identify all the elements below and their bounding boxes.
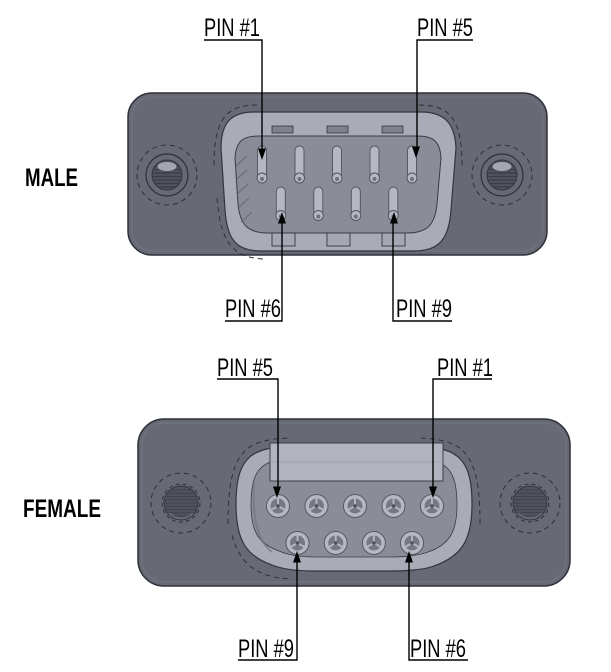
- slot: [326, 125, 349, 134]
- slot: [271, 125, 294, 134]
- arrowhead: [412, 146, 420, 158]
- callout-male-pin9: PIN #9: [390, 212, 452, 323]
- male-shroud-contour-left: [213, 104, 258, 166]
- callout-label: PIN #1: [437, 354, 493, 382]
- callout-male-pin5: PIN #5: [412, 14, 473, 158]
- callout-female-pin6: PIN #6: [405, 551, 468, 663]
- female-face-shading: [252, 481, 273, 553]
- male-pin-4: [369, 145, 380, 184]
- female-socket-4: [304, 493, 329, 519]
- leader-line: [408, 562, 468, 661]
- leader-line: [432, 378, 492, 488]
- female-boss-contour-left: [227, 437, 292, 525]
- male-pin-8: [350, 186, 362, 221]
- female-boss-contour-bottomleft: [231, 534, 293, 580]
- callout-label: PIN #9: [238, 635, 294, 663]
- callout-male-pin1: PIN #1: [204, 14, 266, 160]
- callout-female-pin5: PIN #5: [217, 354, 281, 498]
- female-socket-1: [419, 493, 445, 519]
- female-socket-3: [342, 493, 368, 519]
- female-callouts: PIN #5 PIN #1 PIN #9 PIN #6 FEMALE: [23, 354, 493, 663]
- male-connector: [127, 92, 548, 260]
- male-shroud-contour-bottomleft: [216, 197, 264, 260]
- tab: [271, 232, 296, 247]
- female-side-label: FEMALE: [23, 495, 101, 523]
- leader-line: [392, 223, 452, 322]
- callout-label: PIN #6: [410, 635, 466, 663]
- male-recess-shading: [235, 155, 253, 223]
- callout-label: PIN #9: [396, 295, 452, 323]
- male-callouts: PIN #1 PIN #5 PIN #6 PIN #9 MALE: [25, 14, 473, 323]
- female-socket-9: [285, 530, 310, 556]
- arrowhead: [273, 486, 281, 498]
- leader-line: [217, 378, 279, 488]
- male-pin-2: [294, 145, 305, 184]
- female-boss-contour-right: [416, 437, 481, 525]
- female-socket-5: [265, 493, 291, 519]
- female-flange-bevel: [141, 422, 567, 583]
- callout-label: PIN #5: [417, 14, 473, 42]
- male-bottom-tabs: [271, 232, 406, 247]
- arrowhead: [278, 212, 286, 224]
- leader-line: [204, 39, 263, 150]
- female-socket-8: [323, 530, 349, 556]
- leader-line: [416, 39, 473, 148]
- male-shroud-contour-right: [418, 104, 463, 166]
- male-pin-7: [312, 186, 324, 221]
- arrowhead: [293, 551, 301, 563]
- male-pin-3: [331, 145, 343, 184]
- arrowhead: [405, 551, 413, 563]
- arrowhead: [258, 148, 266, 160]
- tab: [326, 232, 351, 247]
- slot: [381, 125, 404, 134]
- callout-label: PIN #6: [225, 295, 281, 323]
- female-socket-7: [361, 530, 387, 556]
- callout-male-pin6: PIN #6: [225, 212, 286, 323]
- callout-label: PIN #1: [204, 14, 260, 42]
- callout-female-pin9: PIN #9: [238, 551, 301, 663]
- female-connector: [137, 418, 571, 587]
- callout-label: PIN #5: [217, 354, 273, 382]
- male-side-label: MALE: [25, 164, 78, 192]
- female-socket-6: [399, 530, 425, 556]
- female-socket-2: [381, 493, 406, 519]
- callout-female-pin1: PIN #1: [429, 354, 493, 498]
- arrowhead: [390, 212, 398, 224]
- leader-line: [225, 223, 283, 322]
- arrowhead: [429, 486, 437, 498]
- leader-line: [238, 562, 298, 661]
- male-top-slots: [271, 125, 404, 134]
